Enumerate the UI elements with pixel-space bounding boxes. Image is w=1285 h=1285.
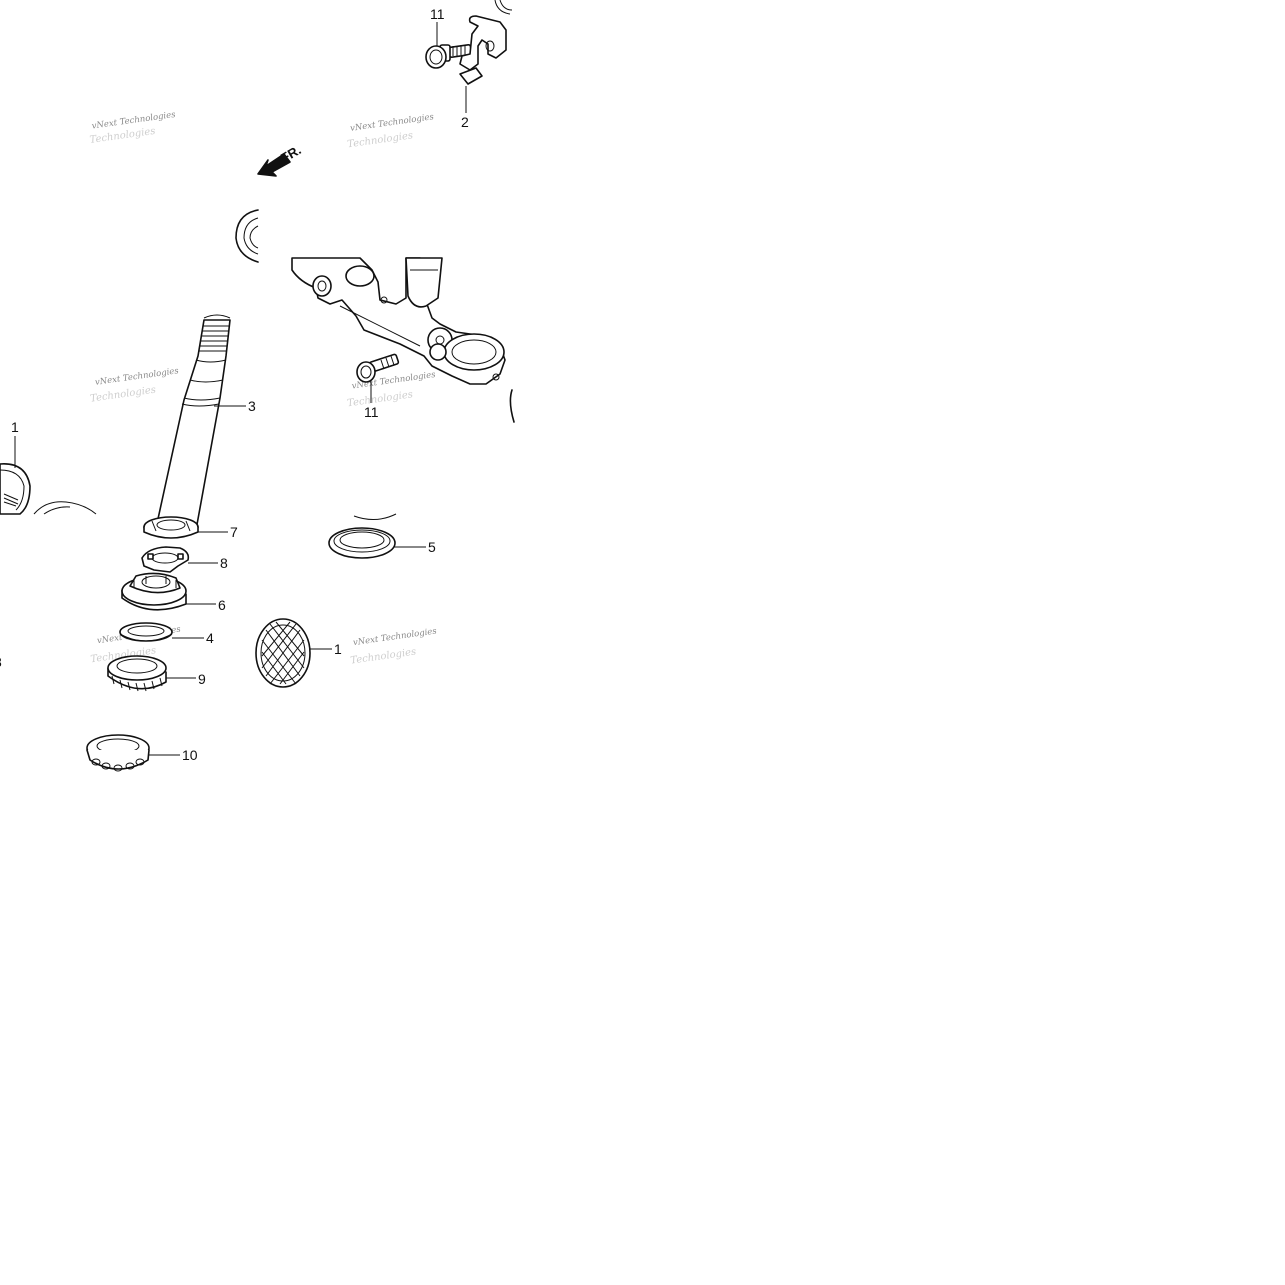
watermark-text: vNext Technologies [94,366,180,388]
part-lock-nut-7 [143,516,199,539]
watermark-2: Technologies vNext Technologies [347,112,436,150]
front-direction-indicator: FR. [257,142,304,177]
watermark-shadow: Technologies [90,385,157,405]
callout-3: 3 [248,398,256,414]
part-seal-4 [119,622,173,642]
part-bearing-9 [107,655,167,692]
watermark-text: vNext Technologies [352,626,438,648]
callout-11-mid: 11 [364,404,379,420]
part-bolt-11-mid [356,353,400,383]
part-steering-bridge [291,257,515,423]
part-cap-1-right [255,618,311,688]
watermark-shadow: Technologies [347,130,414,150]
watermark-text: vNext Technologies [350,112,436,134]
part-adjusting-nut-6 [121,572,187,611]
part-ring-partial-upper [235,209,259,263]
watermark-6: Technologies vNext Technologies [350,626,438,667]
part-dust-seal-5 [328,513,397,559]
part-cap-1-left [0,463,97,515]
callout-6: 6 [218,597,226,613]
part-bracket-2 [459,0,513,85]
callout-2: 2 [461,114,469,130]
callout-7: 7 [230,524,238,540]
callout-10: 10 [182,747,198,763]
part-bolt-11-top [425,43,473,69]
callout-5: 5 [428,539,436,555]
watermark-shadow: Technologies [347,389,414,409]
callout-11-top: 11 [430,6,445,22]
watermark-1: Technologies vNext Technologies [89,110,177,146]
callout-9: 9 [198,671,206,687]
part-bearing-10 [86,734,150,772]
callout-4: 4 [206,630,214,646]
watermark-shadow: Technologies [350,647,417,667]
callout-8-edge: 8 [0,654,2,670]
callout-1-left: 1 [11,419,19,435]
front-arrow-icon [257,153,291,177]
callout-8: 8 [220,555,228,571]
watermark-3: Technologies vNext Technologies [90,366,180,405]
part-steering-stem-3 [155,314,231,531]
part-lock-washer-8 [141,546,190,573]
callout-1-right: 1 [334,641,342,657]
